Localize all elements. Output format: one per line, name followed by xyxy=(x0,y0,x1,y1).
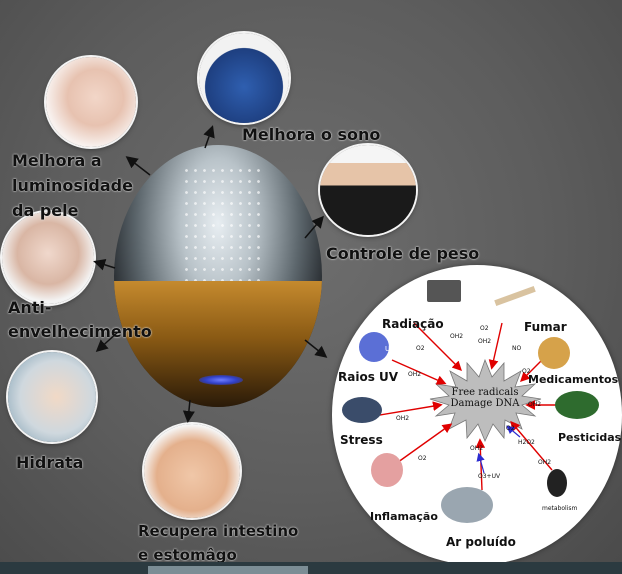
glass-of-water-image xyxy=(114,145,322,407)
center-text: Free radicals Damage DNA xyxy=(450,387,520,409)
label-controle-peso: Controle de peso xyxy=(326,244,480,263)
blue-flare xyxy=(199,375,243,385)
radicals-diagram xyxy=(342,280,599,523)
label-metabolism: metabolism xyxy=(542,505,578,512)
species-o2-c: O2 xyxy=(522,368,531,375)
arrow-to-anti xyxy=(93,258,116,271)
species-o2-d: O2 xyxy=(506,425,515,432)
label-medicamentos: Medicamentos xyxy=(528,373,619,386)
label-melhora-sono: Melhora o sono xyxy=(242,125,381,144)
heart-belly-image xyxy=(144,424,240,518)
arrow-ar-poluido xyxy=(475,438,486,491)
anti-aging-face-image xyxy=(2,212,94,304)
liquid xyxy=(114,281,322,407)
label-anti-envelhecimento: Anti- envelhecimento xyxy=(8,298,152,341)
label-radiacao: Radiação xyxy=(382,317,444,331)
species-oh2-b: OH2 xyxy=(478,338,492,345)
arrow-fumar xyxy=(488,322,503,370)
pills-icon xyxy=(538,337,570,369)
arrow-metabolism xyxy=(510,420,553,471)
waist-measure-image xyxy=(320,145,416,235)
glowing-skin-face-image xyxy=(46,57,136,147)
metabolism-icon xyxy=(547,469,567,497)
species-oh2-g: OH2 xyxy=(470,445,484,452)
arrow-inflamacao xyxy=(393,423,453,466)
species-oh2-d: OH2 xyxy=(396,415,410,422)
uv-icon-text: UV xyxy=(385,345,395,353)
species-oh2-c: OH2 xyxy=(408,371,422,378)
label-fumar: Fumar xyxy=(524,320,567,334)
strip-highlight xyxy=(148,566,308,574)
cigarette-icon xyxy=(494,285,536,307)
label-recupera-intestino: Recupera intestino e estomâgo xyxy=(138,522,299,564)
laptop-icon xyxy=(427,280,461,302)
species-oh2-a: OH2 xyxy=(450,333,464,340)
arrow-radiacao xyxy=(413,322,462,371)
label-luminosidade: Melhora a luminosidade da pele xyxy=(12,151,133,220)
inflammation-icon xyxy=(371,453,403,487)
label-hidrata: Hidrata xyxy=(16,453,84,472)
arrow-stress xyxy=(379,401,443,416)
stressed-man-icon xyxy=(342,397,382,423)
species-o2-a: O2 xyxy=(480,325,489,332)
uv-lamp-icon xyxy=(359,332,389,362)
label-inflamacao: Inflamação xyxy=(370,510,438,523)
species-o2-e: O2 xyxy=(418,455,427,462)
arrow-o3uv xyxy=(476,452,485,474)
species-oh2-f: OH2 xyxy=(538,459,552,466)
species-h2o2: H2O2 xyxy=(518,439,535,446)
species-o2-b: O2 xyxy=(416,345,425,352)
arrow-raios-uv xyxy=(391,359,447,385)
pesticide-leaf-icon xyxy=(555,391,599,419)
arrow-h2o2 xyxy=(506,425,521,438)
arrow-medicamentos xyxy=(520,359,543,382)
label-raios-uv: Raios UV xyxy=(338,370,399,384)
label-stress: Stress xyxy=(340,433,383,447)
free-radicals-panel: UV Free radicals Damage DNA Radiação Fum… xyxy=(332,265,622,565)
label-pesticidas: Pesticidas xyxy=(558,431,622,444)
bottom-strip xyxy=(0,562,622,574)
species-no: NO xyxy=(512,345,522,352)
couple-sleeping-image xyxy=(199,33,289,123)
polluted-air-icon xyxy=(441,487,493,523)
label-ar-poluido: Ar poluído xyxy=(446,535,516,549)
hydrated-woman-image xyxy=(8,352,96,442)
species-o3uv: O3+UV xyxy=(478,473,501,480)
species-oh2-e: OH2 xyxy=(528,401,542,408)
